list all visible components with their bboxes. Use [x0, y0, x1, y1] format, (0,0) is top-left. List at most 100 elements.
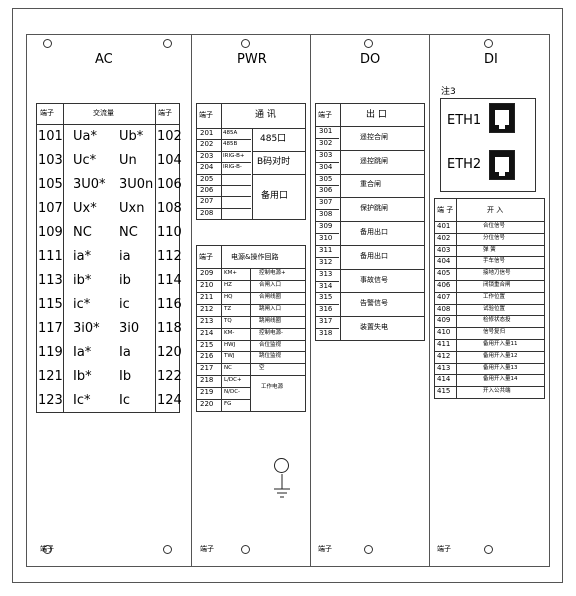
ac-signal-label: Ub* — [119, 129, 144, 144]
terminal-number: 212 — [200, 304, 214, 313]
table-column-divider — [155, 104, 156, 412]
divider-ac-pwr — [191, 34, 192, 567]
ac-signal-label: Ic — [119, 393, 130, 408]
table-row-divider — [435, 303, 544, 305]
ac-signal-label: ia* — [73, 249, 92, 264]
terminal-number: 122 — [157, 369, 182, 384]
table-row-divider — [197, 327, 305, 329]
power-function: 跳闸入口 — [259, 305, 282, 312]
terminal-number: 210 — [200, 280, 214, 289]
divider-do-di — [429, 34, 430, 567]
table-row-divider — [316, 209, 339, 211]
table-header-terminal: 端子 — [40, 109, 54, 117]
ac-signal-label: ib* — [73, 273, 92, 288]
table-row-divider — [197, 162, 251, 164]
ac-signal-label: 3i0 — [119, 321, 140, 336]
terminal-number: 402 — [437, 233, 451, 242]
terminal-number: 317 — [319, 317, 333, 326]
terminal-number: 403 — [437, 245, 451, 254]
power-function: 控制电源- — [259, 329, 283, 336]
mounting-hole — [163, 39, 172, 48]
terminal-number: 109 — [38, 225, 63, 240]
terminal-number: 123 — [38, 393, 63, 408]
ac-signal-label: NC — [73, 225, 92, 240]
terminal-number: 104 — [157, 153, 182, 168]
table-row-divider — [37, 124, 179, 125]
output-function: 重合闸 — [360, 180, 381, 189]
ac-signal-label: Ib* — [73, 369, 92, 384]
terminal-number: 121 — [38, 369, 63, 384]
input-function: 检修状态投 — [483, 317, 511, 324]
power-signal: L/DC+ — [224, 377, 242, 384]
table-row-divider — [316, 244, 424, 246]
terminal-number: 318 — [319, 329, 333, 338]
table-row-divider — [435, 244, 544, 246]
table-row-divider — [316, 149, 424, 151]
table-row-divider — [316, 221, 424, 223]
input-function: 备用开入量12 — [483, 352, 518, 359]
table-row-divider — [435, 339, 544, 340]
terminal-number: 314 — [319, 281, 333, 290]
ac-signal-label: ic* — [73, 297, 91, 312]
power-signal: N/DC- — [224, 389, 241, 396]
mounting-hole — [43, 545, 52, 554]
panel-outer-frame — [12, 8, 563, 583]
ac-signal-label: Un — [119, 153, 137, 168]
ac-signal-label: Ia* — [73, 345, 92, 360]
power-signal: NC — [224, 365, 232, 372]
ac-signal-label: 3U0n — [119, 177, 154, 192]
terminal-number: 106 — [157, 177, 182, 192]
comm-signal: 485B — [223, 141, 238, 148]
terminal-number: 217 — [200, 364, 214, 373]
terminal-number: 313 — [319, 269, 333, 278]
comm-signal: 485A — [223, 130, 238, 136]
ground-symbol-icon — [274, 474, 290, 498]
eth-note: 注3 — [441, 87, 456, 97]
input-function: 试验位置 — [483, 305, 506, 312]
input-function: 闭锁重合闸 — [483, 282, 511, 288]
comm-signal: IRIG-B+ — [223, 152, 245, 159]
power-signal: HZ — [224, 281, 232, 288]
comm-signal: IRIG-B- — [223, 164, 242, 171]
table-row-divider — [197, 339, 305, 341]
power-signal: KM- — [224, 329, 235, 336]
terminal-number: 110 — [157, 225, 182, 240]
terminal-number: 414 — [437, 375, 451, 384]
table-row-divider — [197, 128, 305, 129]
table-row-divider — [197, 399, 251, 401]
terminal-number: 111 — [38, 249, 63, 264]
table-row-divider — [197, 139, 251, 141]
table-row-divider — [197, 387, 251, 389]
input-function: 信号复归 — [483, 329, 506, 336]
table-header-power: 电源&操作回路 — [231, 253, 279, 261]
power-function: 合位监视 — [259, 341, 282, 348]
table-row-divider — [197, 173, 251, 175]
bottom-terminal-label: 端子 — [40, 545, 54, 553]
output-function: 遥控合闸 — [360, 132, 388, 141]
ac-signal-label: Uxn — [119, 201, 145, 216]
output-function: 装置失电 — [360, 323, 388, 332]
mounting-hole — [241, 545, 250, 554]
table-row-divider — [435, 232, 544, 234]
terminal-number: 218 — [200, 376, 214, 385]
input-function: 备用开入量14 — [483, 376, 518, 383]
ac-signal-label: Ia — [119, 345, 131, 360]
table-row-divider — [316, 161, 339, 163]
mounting-hole — [484, 39, 493, 48]
table-row-divider — [252, 150, 305, 152]
power-function: 控制电源+ — [259, 270, 286, 276]
terminal-number: 306 — [319, 186, 333, 195]
table-header-terminal: 端子 — [318, 111, 332, 119]
terminal-number: 213 — [200, 316, 214, 325]
terminal-number: 124 — [157, 393, 182, 408]
input-function: 合位信号 — [483, 223, 506, 229]
table-row-divider — [316, 328, 339, 330]
mounting-hole — [241, 39, 250, 48]
terminal-number: 204 — [200, 163, 214, 172]
terminal-number: 303 — [319, 150, 333, 159]
table-row-divider — [316, 197, 424, 199]
table-header-input: 开 入 — [487, 206, 504, 214]
